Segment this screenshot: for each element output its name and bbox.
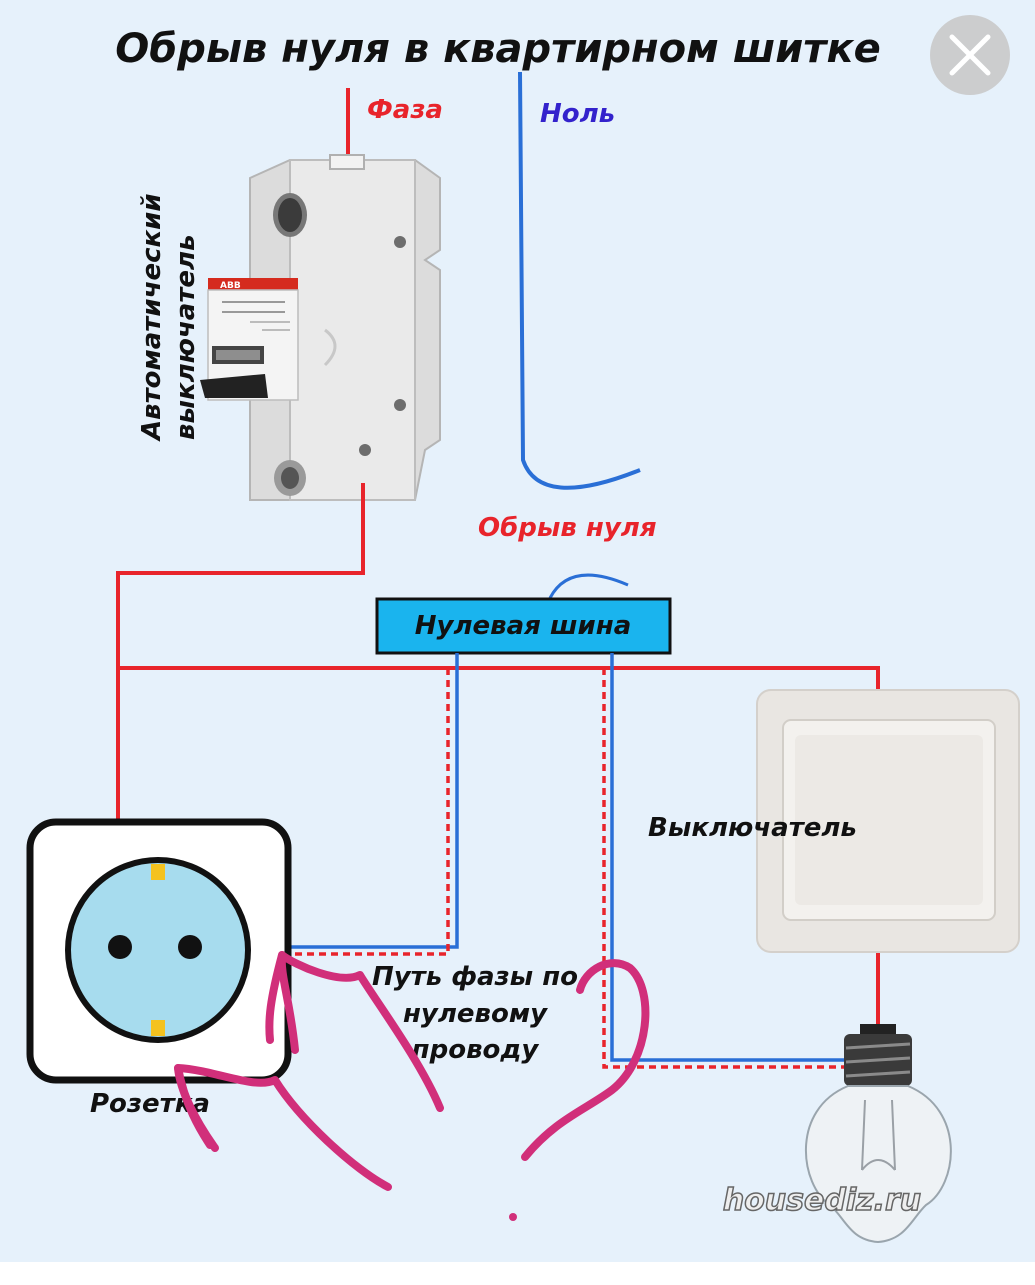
neutral-input-wire bbox=[518, 71, 641, 490]
phase-label: Фаза bbox=[367, 95, 443, 125]
handwritten-arrows bbox=[174, 951, 650, 1191]
broken-neutral-stub bbox=[548, 573, 629, 599]
neutral-bus-label: Нулевая шина bbox=[415, 611, 631, 641]
breaker-label-line2: выключатель bbox=[171, 234, 201, 440]
phase-path-label-line1: Путь фазы по bbox=[372, 962, 578, 992]
breaker-label-line1: Автоматический bbox=[137, 193, 167, 442]
neutral-break-label: Обрыв нуля bbox=[478, 513, 657, 543]
socket-icon bbox=[26, 818, 292, 1084]
light-bulb-icon bbox=[805, 1024, 952, 1244]
diagram-title: Обрыв нуля в квартирном шитке bbox=[115, 26, 880, 72]
neutral-wire-to-bulb bbox=[610, 653, 845, 1062]
phase-path-dashed-bulb bbox=[602, 668, 845, 1069]
switch-label: Выключатель bbox=[648, 813, 857, 843]
handwritten-arrow-2-tail bbox=[174, 1064, 214, 1149]
wall-switch-icon bbox=[756, 689, 1020, 953]
breaker-brand-stripe bbox=[208, 278, 298, 290]
watermark: housediz.ru bbox=[723, 1183, 921, 1218]
neutral-label: Ноль bbox=[540, 99, 615, 129]
handwritten-arrow-1 bbox=[277, 951, 444, 1112]
phase-path-label-line2: нулевому bbox=[403, 999, 548, 1029]
handwritten-arrow-3 bbox=[521, 959, 650, 1161]
handwritten-arrow-1-tail bbox=[265, 951, 286, 1044]
bottom-margin bbox=[0, 1262, 1035, 1280]
breaker-label: Автоматический выключатель bbox=[137, 193, 201, 442]
phase-wire-to-socket bbox=[116, 483, 365, 930]
circuit-breaker-icon: ABB bbox=[200, 154, 441, 501]
close-button[interactable] bbox=[930, 15, 1010, 95]
breaker-brand: ABB bbox=[220, 281, 241, 291]
neutral-bus bbox=[375, 597, 672, 655]
phase-path-label-line3: проводу bbox=[412, 1035, 540, 1065]
handwritten-dot bbox=[509, 1213, 517, 1221]
close-icon bbox=[949, 34, 991, 76]
